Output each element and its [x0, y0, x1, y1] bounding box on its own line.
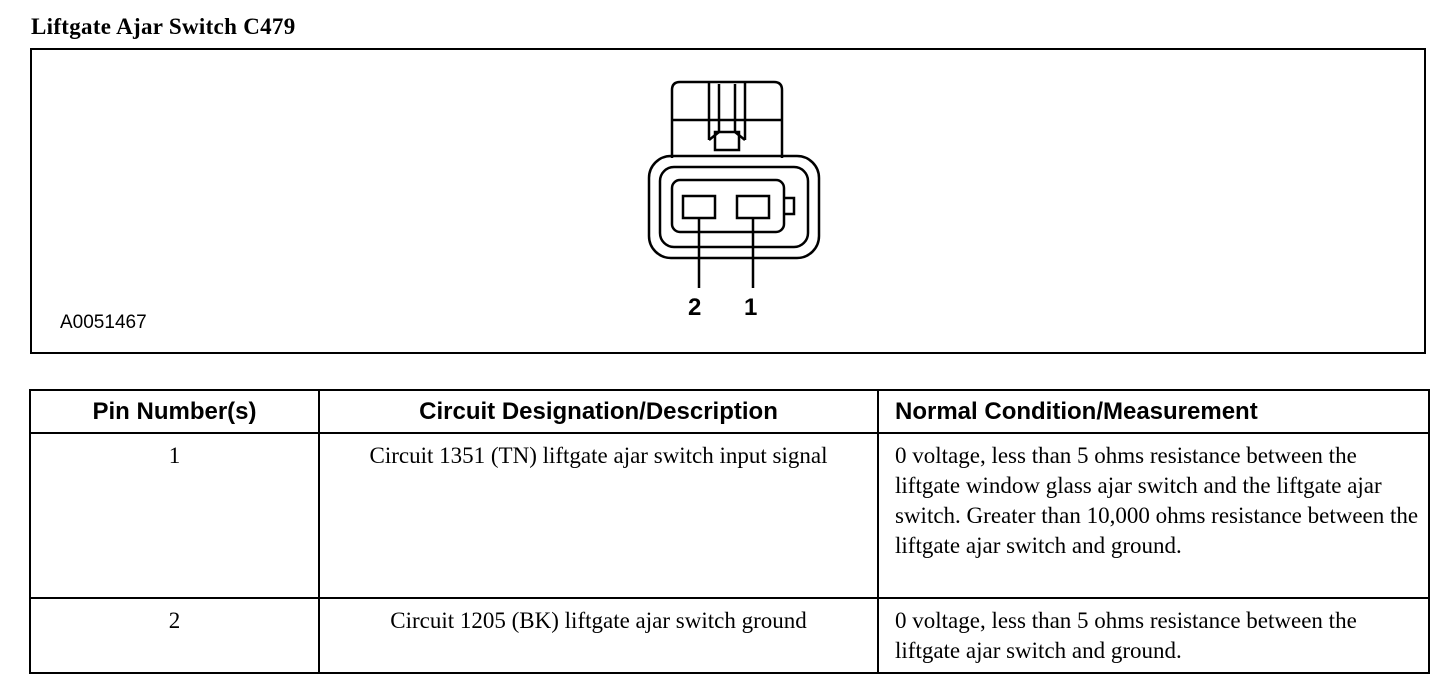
- pin-number-cell: 1: [29, 432, 320, 599]
- normal-condition-cell: 0 voltage, less than 5 ohms resistance b…: [877, 432, 1430, 599]
- header-pin-number: Pin Number(s): [29, 389, 320, 434]
- circuit-description-cell: Circuit 1351 (TN) liftgate ajar switch i…: [318, 432, 879, 599]
- header-circuit-designation: Circuit Designation/Description: [318, 389, 879, 434]
- terminal-cavity: [670, 178, 786, 234]
- page-title: Liftgate Ajar Switch C479: [31, 14, 296, 39]
- connector-face-diagram: [647, 80, 821, 288]
- connector-housing: [647, 154, 821, 260]
- connector-figure: 2 1 A0051467: [30, 48, 1426, 354]
- table-header-row: Pin Number(s) Circuit Designation/Descri…: [29, 389, 1430, 434]
- pin-number-cell: 2: [29, 597, 320, 674]
- normal-condition-cell: 0 voltage, less than 5 ohms resistance b…: [877, 597, 1430, 674]
- terminal-pin-2: [681, 194, 717, 220]
- pin-label-2: 2: [688, 294, 702, 321]
- pin-label-1: 1: [744, 294, 758, 321]
- table-row: 1 Circuit 1351 (TN) liftgate ajar switch…: [29, 432, 1430, 599]
- table-row: 2 Circuit 1205 (BK) liftgate ajar switch…: [29, 597, 1430, 674]
- header-normal-condition: Normal Condition/Measurement: [877, 389, 1430, 434]
- figure-id: A0051467: [60, 312, 147, 333]
- terminal-pin-1: [735, 194, 771, 220]
- connector-lock-tab: [670, 80, 784, 158]
- circuit-description-cell: Circuit 1205 (BK) liftgate ajar switch g…: [318, 597, 879, 674]
- pinout-table: Pin Number(s) Circuit Designation/Descri…: [29, 389, 1430, 674]
